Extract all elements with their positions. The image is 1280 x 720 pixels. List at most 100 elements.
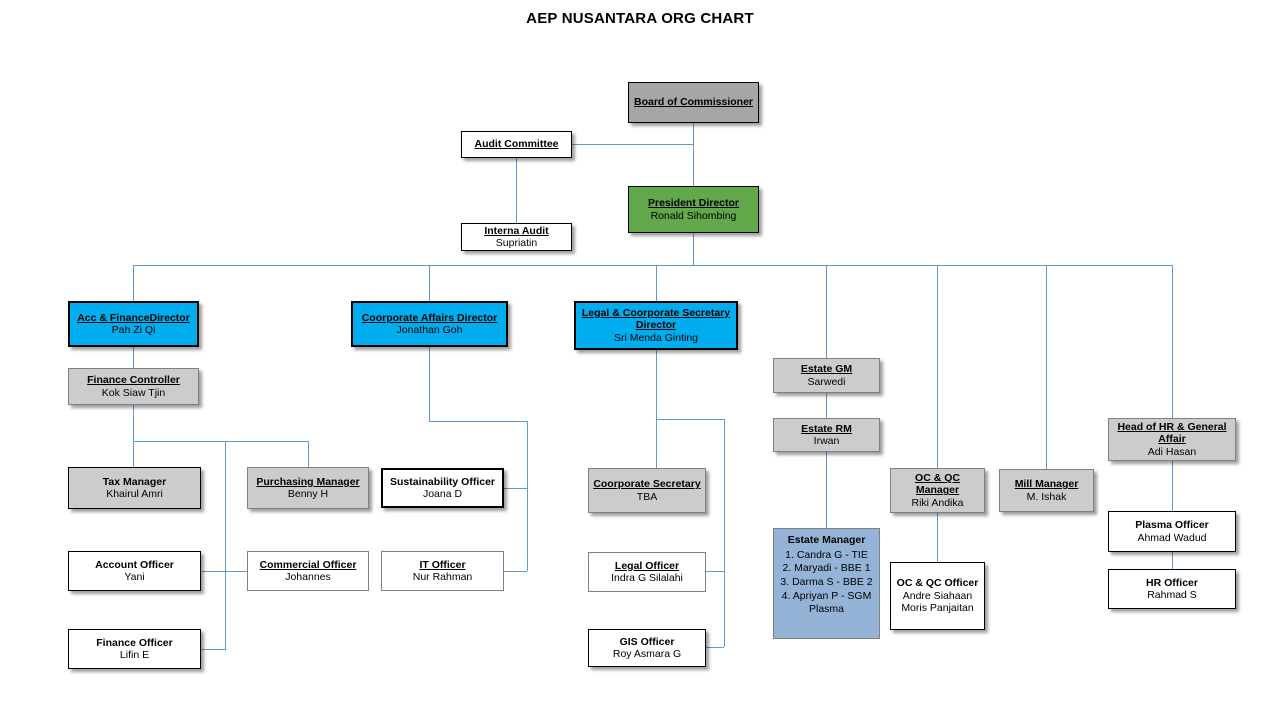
node-internal-audit[interactable]: Interna Audit Supriatin bbox=[461, 223, 572, 251]
connector-legaldir-right bbox=[656, 419, 724, 420]
connector-left-spine bbox=[225, 441, 226, 649]
node-title: Estate GM bbox=[800, 363, 853, 376]
node-name: M. Ishak bbox=[1026, 490, 1067, 503]
node-name: Johannes bbox=[285, 571, 331, 583]
node-president-director[interactable]: President Director Ronald Sihombing bbox=[628, 186, 759, 233]
connector-corpaffairs-right-spine bbox=[527, 421, 528, 571]
node-estate-manager[interactable]: Estate Manager 1. Candra G - TIE 2. Mary… bbox=[773, 528, 880, 639]
estate-manager-list: 1. Candra G - TIE 2. Maryadi - BBE 1 3. … bbox=[777, 549, 876, 617]
connector-estate-rm-to-manager bbox=[826, 452, 827, 528]
connector-spine-to-finance-officer bbox=[200, 649, 226, 650]
node-hr-officer[interactable]: HR Officer Rahmad S bbox=[1108, 569, 1236, 609]
node-title: Purchasing Manager bbox=[256, 475, 360, 488]
connector-audit-committee-to-internal-audit bbox=[516, 158, 517, 223]
connector-estate-gm-to-rm bbox=[826, 393, 827, 418]
node-name: Sarwedi bbox=[807, 375, 846, 388]
connector-audit-committee-to-spine bbox=[572, 144, 694, 145]
node-it-officer[interactable]: IT Officer Nur Rahman bbox=[381, 551, 504, 591]
connector-accfin-to-finance-controller bbox=[133, 347, 134, 368]
node-title: Finance Officer bbox=[96, 636, 173, 649]
node-name: Joana D bbox=[422, 488, 463, 500]
node-title: IT Officer bbox=[419, 558, 466, 571]
node-name: Pah Zi Qi bbox=[111, 324, 156, 336]
connector-bus-to-legal-director bbox=[656, 265, 657, 301]
node-plasma-officer[interactable]: Plasma Officer Ahmad Wadud bbox=[1108, 511, 1236, 552]
node-estate-rm[interactable]: Estate RM Irwan bbox=[773, 418, 880, 452]
connector-president-to-bus bbox=[693, 233, 694, 265]
connector-to-it-officer bbox=[499, 571, 527, 572]
node-title: Finance Controller bbox=[87, 374, 180, 387]
node-name: Sri Menda Ginting bbox=[613, 331, 699, 344]
node-oc-qc-officer[interactable]: OC & QC Officer Andre Siahaan Moris Panj… bbox=[890, 562, 985, 630]
node-name: Adi Hasan bbox=[1147, 445, 1197, 458]
node-title: Plasma Officer bbox=[1135, 519, 1209, 532]
connector-bus-to-oc-qc-manager bbox=[937, 265, 938, 468]
connector-to-legal-officer bbox=[706, 571, 724, 572]
estate-manager-entry: 4. Apriyan P - SGM bbox=[781, 589, 872, 602]
node-head-of-hr-general-affair[interactable]: Head of HR & General Affair Adi Hasan bbox=[1108, 418, 1236, 461]
estate-manager-entry: 2. Maryadi - BBE 1 bbox=[782, 562, 871, 575]
node-name: Nur Rahman bbox=[412, 571, 473, 583]
connector-to-gis-officer bbox=[706, 647, 724, 648]
node-name: Indra G Silalahi bbox=[611, 572, 683, 584]
connector-corpaffairs-right bbox=[429, 421, 527, 422]
node-estate-gm[interactable]: Estate GM Sarwedi bbox=[773, 358, 880, 393]
node-corporate-affairs-director[interactable]: Coorporate Affairs Director Jonathan Goh bbox=[351, 301, 508, 347]
node-name: Yani bbox=[124, 571, 145, 583]
node-board-of-commissioner[interactable]: Board of Commissioner bbox=[628, 82, 759, 123]
estate-manager-entry: 1. Candra G - TIE bbox=[785, 548, 868, 561]
node-legal-officer[interactable]: Legal Officer Indra G Silalahi bbox=[588, 552, 706, 592]
connector-legaldir-to-corpsec bbox=[656, 350, 657, 468]
node-legal-corporate-secretary-director[interactable]: Legal & Coorporate Secretary Director Sr… bbox=[574, 301, 738, 350]
node-audit-committee[interactable]: Audit Committee bbox=[461, 131, 572, 158]
connector-spine-to-account-officer bbox=[200, 571, 226, 572]
node-title: Head of HR & General Affair bbox=[1117, 420, 1227, 446]
node-title: Acc & FinanceDirector bbox=[77, 311, 190, 324]
connector-ocqc-manager-to-officer bbox=[937, 513, 938, 562]
node-title: Tax Manager bbox=[102, 475, 167, 488]
node-title: Coorporate Affairs Director bbox=[361, 311, 498, 324]
node-title: OC & QC Manager bbox=[915, 471, 960, 497]
node-finance-controller[interactable]: Finance Controller Kok Siaw Tjin bbox=[68, 368, 199, 405]
node-name: Khairul Amri bbox=[106, 488, 163, 500]
node-title: President Director bbox=[647, 197, 740, 210]
node-title: Commercial Officer bbox=[259, 558, 357, 571]
node-name-1: Andre Siahaan bbox=[902, 589, 973, 602]
node-name: Irwan bbox=[813, 435, 840, 447]
connector-plasma-to-hr-officer bbox=[1172, 552, 1173, 569]
node-title: Coorporate Secretary bbox=[593, 478, 701, 491]
node-finance-officer[interactable]: Finance Officer Lifin E bbox=[68, 629, 201, 669]
node-title: Audit Committee bbox=[474, 138, 559, 151]
node-oc-qc-manager[interactable]: OC & QC Manager Riki Andika bbox=[890, 468, 985, 513]
page-title: AEP NUSANTARA ORG CHART bbox=[526, 10, 754, 27]
estate-manager-entry: Plasma bbox=[808, 603, 844, 616]
node-purchasing-manager[interactable]: Purchasing Manager Benny H bbox=[247, 467, 369, 509]
node-sustainability-officer[interactable]: Sustainability Officer Joana D bbox=[381, 468, 504, 508]
node-title: Legal Officer bbox=[614, 559, 680, 572]
node-name: Riki Andika bbox=[911, 496, 964, 509]
node-name: Jonathan Goh bbox=[396, 324, 463, 336]
node-gis-officer[interactable]: GIS Officer Roy Asmara G bbox=[588, 629, 706, 667]
connector-bus-to-head-hr bbox=[1172, 265, 1173, 418]
node-tax-manager[interactable]: Tax Manager Khairul Amri bbox=[68, 467, 201, 509]
node-title: Mill Manager bbox=[1014, 478, 1079, 491]
node-name: Lifin E bbox=[119, 649, 150, 661]
node-title: HR Officer bbox=[1146, 576, 1198, 589]
node-name: Roy Asmara G bbox=[612, 648, 682, 660]
node-commercial-officer[interactable]: Commercial Officer Johannes bbox=[247, 551, 369, 591]
node-title: Account Officer bbox=[95, 558, 174, 571]
node-name: Benny H bbox=[287, 488, 329, 500]
connector-bus-to-corporate-affairs-director bbox=[429, 265, 430, 301]
estate-manager-entry: 3. Darma S - BBE 2 bbox=[780, 575, 873, 588]
node-name: Ahmad Wadud bbox=[1137, 531, 1207, 544]
node-name-2: Moris Panjaitan bbox=[901, 602, 974, 615]
node-account-officer[interactable]: Account Officer Yani bbox=[68, 551, 201, 591]
node-name: TBA bbox=[636, 490, 658, 503]
node-title: Legal & Coorporate Secretary Director bbox=[581, 306, 731, 332]
connector-hr-to-plasma-officer bbox=[1172, 461, 1173, 511]
connector-bus-to-acc-finance-director bbox=[133, 265, 134, 301]
node-acc-finance-director[interactable]: Acc & FinanceDirector Pah Zi Qi bbox=[68, 301, 199, 347]
node-mill-manager[interactable]: Mill Manager M. Ishak bbox=[999, 469, 1094, 512]
node-title: Estate RM bbox=[801, 422, 852, 435]
node-corporate-secretary[interactable]: Coorporate Secretary TBA bbox=[588, 468, 706, 513]
